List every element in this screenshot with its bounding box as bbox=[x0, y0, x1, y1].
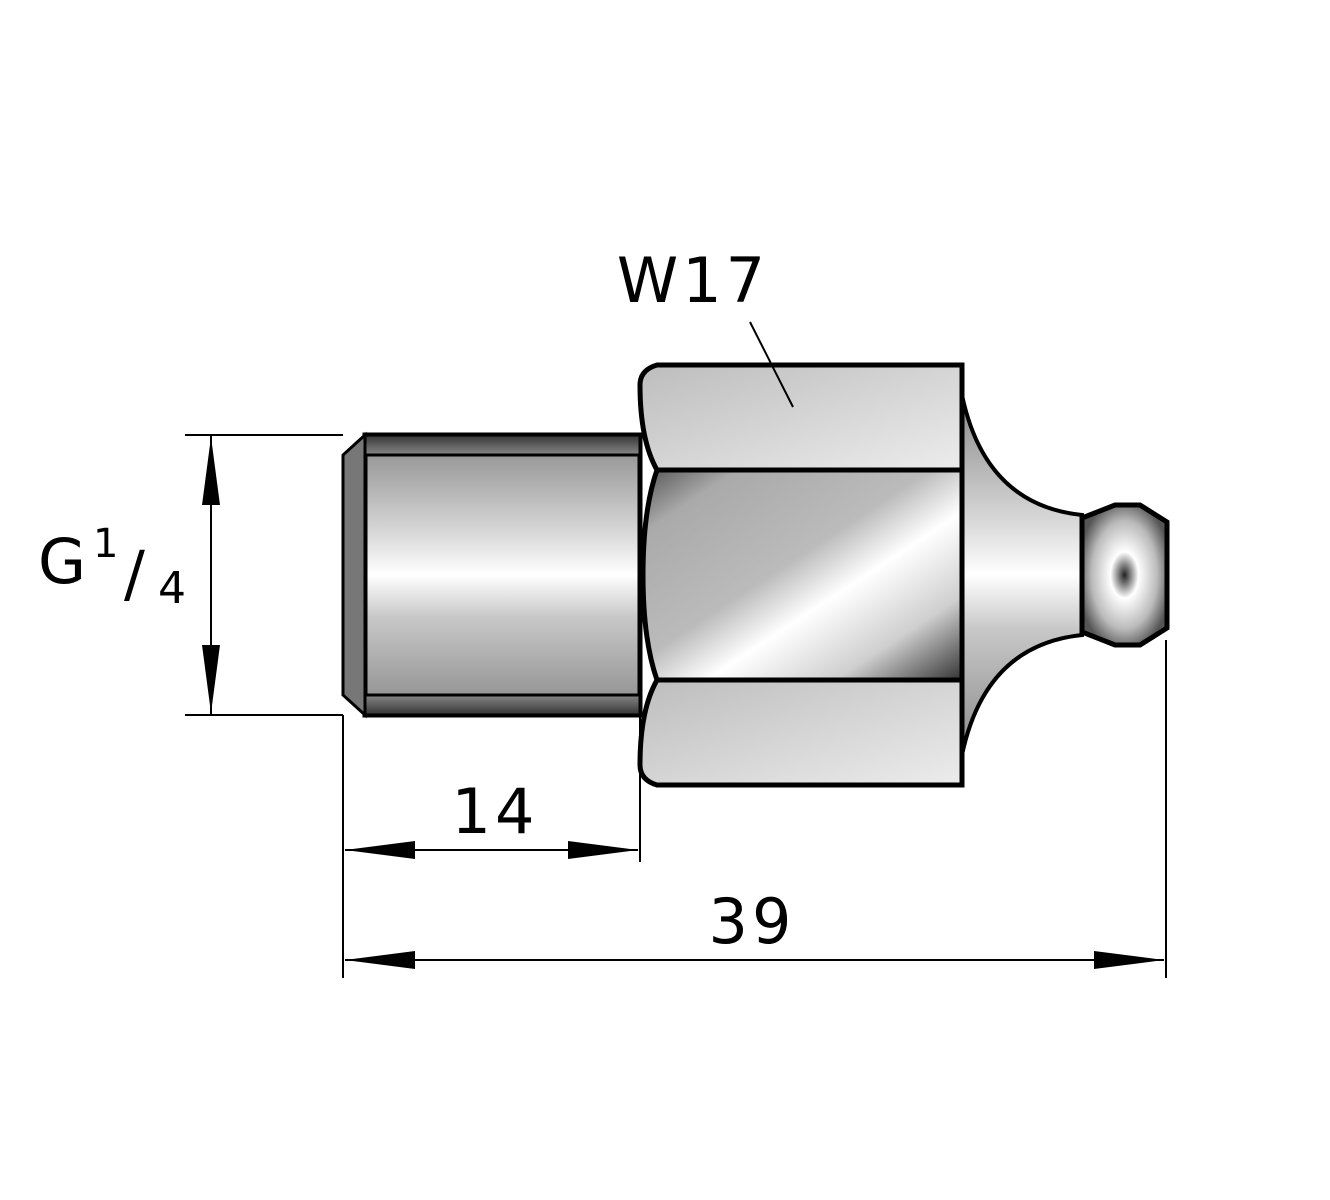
wrench-leader-line bbox=[749, 321, 794, 408]
svg-text:/: / bbox=[124, 537, 145, 610]
thread-diameter-dimension bbox=[185, 434, 343, 716]
hex-nut bbox=[637, 362, 965, 788]
wrench-size-label: W17 bbox=[617, 244, 769, 317]
neck bbox=[960, 394, 1084, 756]
thread-length-dimension bbox=[342, 715, 641, 978]
svg-text:G: G bbox=[38, 525, 86, 598]
overall-length-label: 39 bbox=[709, 885, 796, 958]
overall-length-dimension bbox=[345, 640, 1167, 978]
svg-text:4: 4 bbox=[158, 563, 186, 614]
ball-head bbox=[1079, 502, 1170, 648]
svg-text:1: 1 bbox=[93, 521, 118, 567]
thread-length-label: 14 bbox=[452, 775, 539, 848]
thread-size-label: G 1 / 4 bbox=[38, 521, 186, 614]
threaded-shank bbox=[341, 431, 643, 719]
